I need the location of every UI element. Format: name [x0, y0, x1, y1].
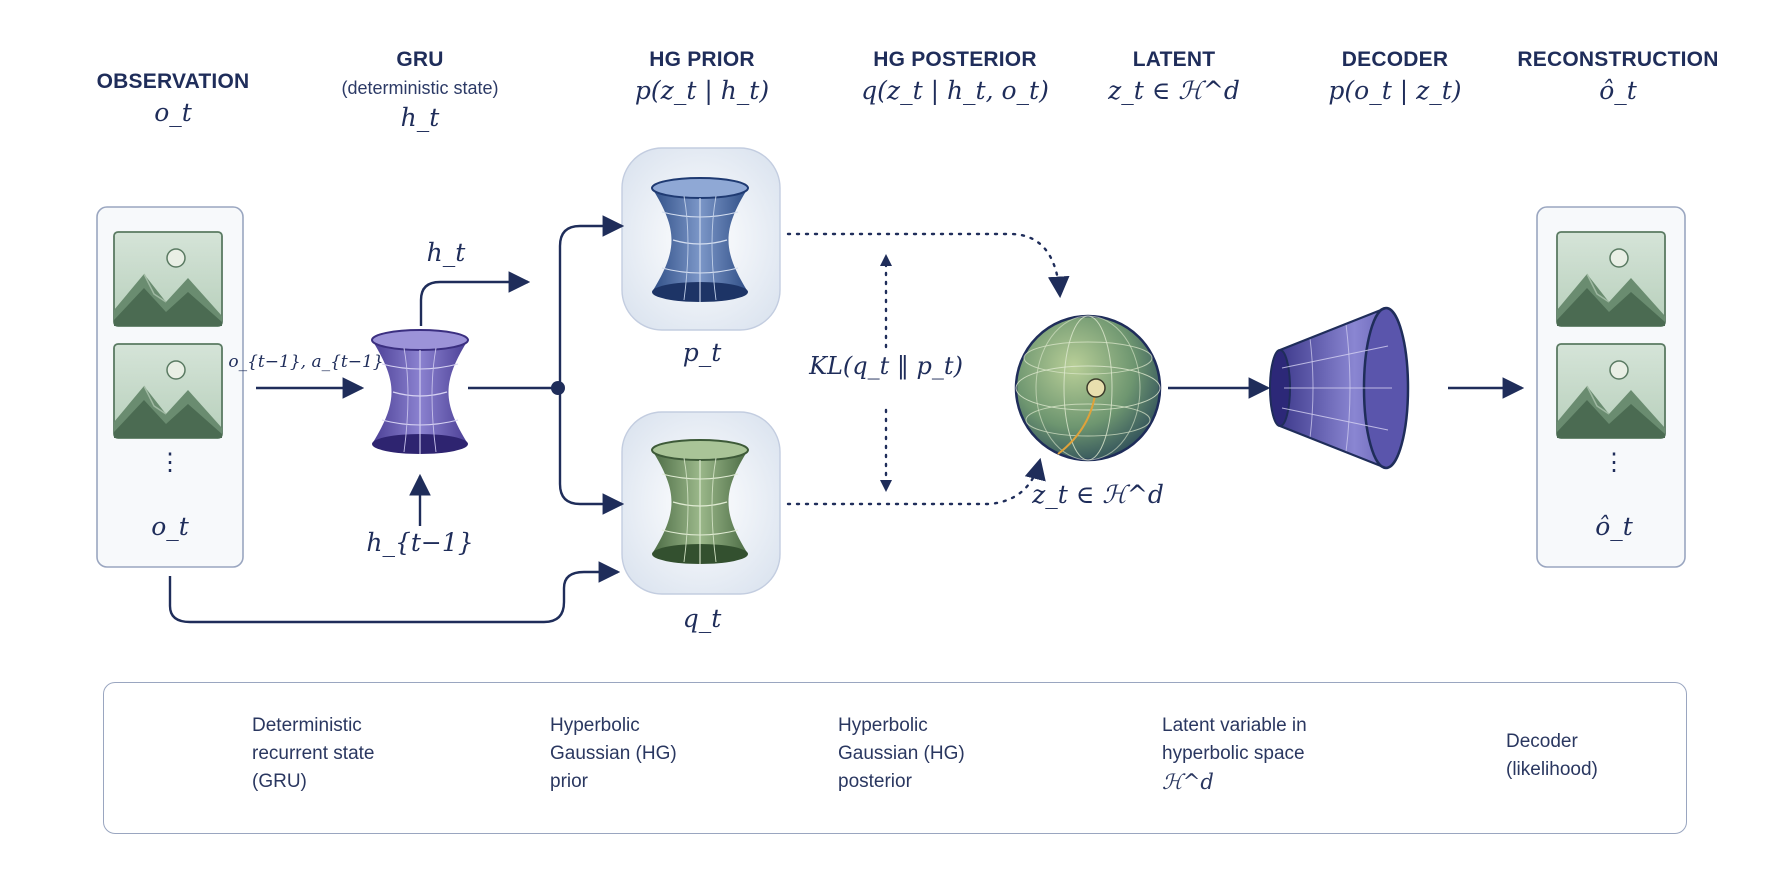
arrow-obs-to-posterior [168, 561, 621, 624]
header-gru-sub: (deterministic state) [341, 78, 499, 98]
legend-latent-text: Latent variable in hyperbolic space ℋ^d [1162, 712, 1352, 796]
kl-arrow-head-bottom [880, 480, 892, 492]
header-posterior-title: HG POSTERIOR [873, 48, 1037, 71]
header-reconstruction-title: RECONSTRUCTION [1517, 48, 1719, 71]
split-node [551, 381, 565, 395]
header-prior: HG PRIOR p(z_t | h_t) [635, 48, 769, 105]
legend-gru-line2: recurrent state [252, 743, 375, 764]
reconstruction-frame-1 [1556, 231, 1666, 327]
gru-prev-label: h_{t−1} [366, 528, 474, 557]
latent-sphere-icon [1014, 314, 1162, 462]
arrow-split-to-posterior [558, 388, 625, 515]
legend-gru-line3: (GRU) [252, 771, 307, 792]
arrow-posterior-to-latent [786, 457, 1046, 506]
arrow-prior-to-latent [786, 232, 1070, 299]
gru-output-label: h_t [426, 238, 466, 267]
legend-posterior-line2: Gaussian (HG) [838, 743, 965, 764]
observation-frame-2 [113, 343, 223, 439]
observation-frame-1 [113, 231, 223, 327]
header-reconstruction-math: ô_t [1599, 76, 1637, 105]
prior-output-label: p_t [682, 338, 722, 367]
header-latent-title: LATENT [1132, 48, 1216, 71]
kl-arrow-head-top [880, 254, 892, 266]
header-prior-title: HG PRIOR [649, 48, 755, 71]
arrow-gru-to-ht [419, 271, 531, 326]
legend-decoder-line2: (likelihood) [1506, 759, 1598, 780]
header-posterior-math: q(z_t | h_t, o_t) [861, 76, 1049, 105]
legend-latent-line1: Latent variable in [1162, 715, 1307, 736]
legend-decoder-line1: Decoder [1506, 731, 1578, 752]
legend-prior-line2: Gaussian (HG) [550, 743, 677, 764]
reconstruction-output-label: ô_t [1595, 512, 1633, 541]
header-decoder-title: DECODER [1341, 48, 1449, 71]
legend-latent-line3: ℋ^d [1162, 770, 1214, 794]
legend-prior-line1: Hyperbolic [550, 715, 640, 736]
legend-posterior-line3: posterior [838, 771, 912, 792]
legend-posterior-line1: Hyperbolic [838, 715, 928, 736]
reconstruction-frame-2 [1556, 343, 1666, 439]
header-decoder: DECODER p(o_t | z_t) [1328, 48, 1461, 105]
posterior-output-label: q_t [682, 604, 722, 633]
observation-input-label: o_t [151, 512, 189, 541]
header-prior-math: p(z_t | h_t) [634, 76, 770, 105]
header-observation-math: o_t [154, 98, 192, 127]
kl-divergence-label: KL(q_t ‖ p_t) [809, 352, 963, 380]
legend-latent-line2: hyperbolic space [1162, 743, 1305, 764]
latent-below-label: z_t ∈ ℋ^d [1032, 480, 1164, 509]
header-decoder-math: p(o_t | z_t) [1328, 76, 1462, 105]
legend-gru-text: Deterministic recurrent state (GRU) [252, 712, 422, 796]
legend-decoder-text: Decoder (likelihood) [1506, 728, 1636, 784]
decoder-cone-icon [1268, 306, 1410, 470]
observation-dots: ⋮ [158, 448, 182, 476]
legend-gru-line1: Deterministic [252, 715, 362, 736]
header-observation: OBSERVATION o_t [97, 70, 250, 127]
header-gru-title: GRU [396, 48, 444, 71]
legend-prior-line3: prior [550, 771, 589, 792]
gru-input-label: o_{t−1}, a_{t−1} [228, 352, 384, 372]
header-gru-math: h_t [400, 103, 440, 132]
header-reconstruction: RECONSTRUCTION ô_t [1517, 48, 1718, 105]
header-latent: LATENT z_t ∈ ℋ^d [1108, 48, 1240, 105]
header-latent-math: z_t ∈ ℋ^d [1108, 76, 1240, 105]
reconstruction-dots: ⋮ [1602, 448, 1626, 476]
arrow-split-to-prior [558, 215, 625, 388]
header-gru: GRU (deterministic state) h_t [341, 48, 498, 132]
legend-box [103, 682, 1687, 834]
legend-posterior-text: Hyperbolic Gaussian (HG) posterior [838, 712, 1008, 796]
header-observation-title: OBSERVATION [96, 70, 250, 93]
header-posterior: HG POSTERIOR q(z_t | h_t, o_t) [861, 48, 1049, 105]
gru-hyperboloid-icon [371, 329, 469, 455]
legend-prior-text: Hyperbolic Gaussian (HG) prior [550, 712, 720, 796]
